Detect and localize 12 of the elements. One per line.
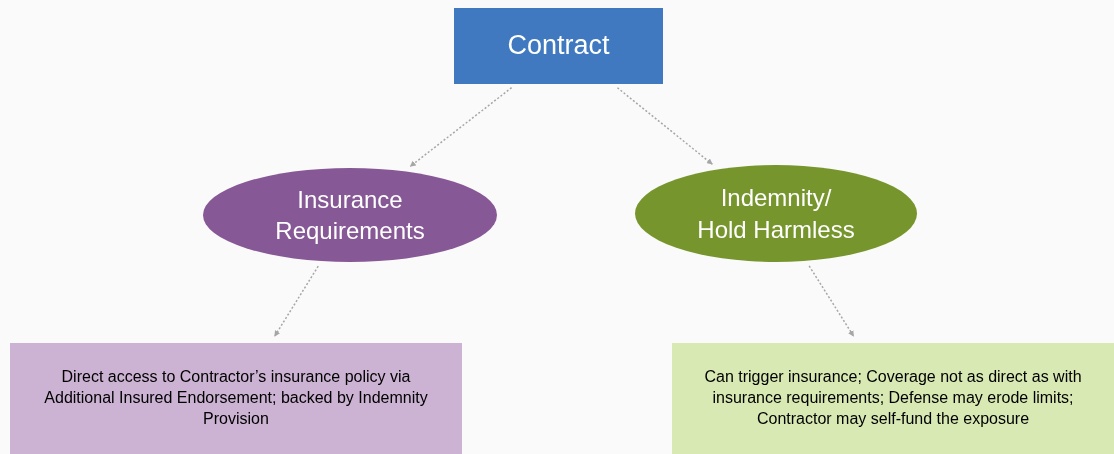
arrow bbox=[273, 265, 319, 337]
node-label: Direct access to Contractor’s insurance policy via Additional Insured Endorsement; backed by Indemnity Provision bbox=[43, 367, 429, 429]
node-label: Can trigger insurance; Coverage not as direct as with insurance requirements; Defense may erode limits; Contractor may self-fund the exposure bbox=[703, 367, 1083, 429]
arrow bbox=[808, 265, 855, 337]
arrow bbox=[616, 87, 713, 165]
node-label: Insurance Requirements bbox=[274, 184, 426, 246]
description-box bbox=[10, 343, 462, 454]
node-label: Contract bbox=[507, 29, 610, 63]
contract-box bbox=[454, 8, 663, 84]
description-box bbox=[672, 343, 1114, 454]
node-label: Indemnity/ Hold Harmless bbox=[697, 183, 855, 245]
arrow bbox=[409, 86, 513, 168]
